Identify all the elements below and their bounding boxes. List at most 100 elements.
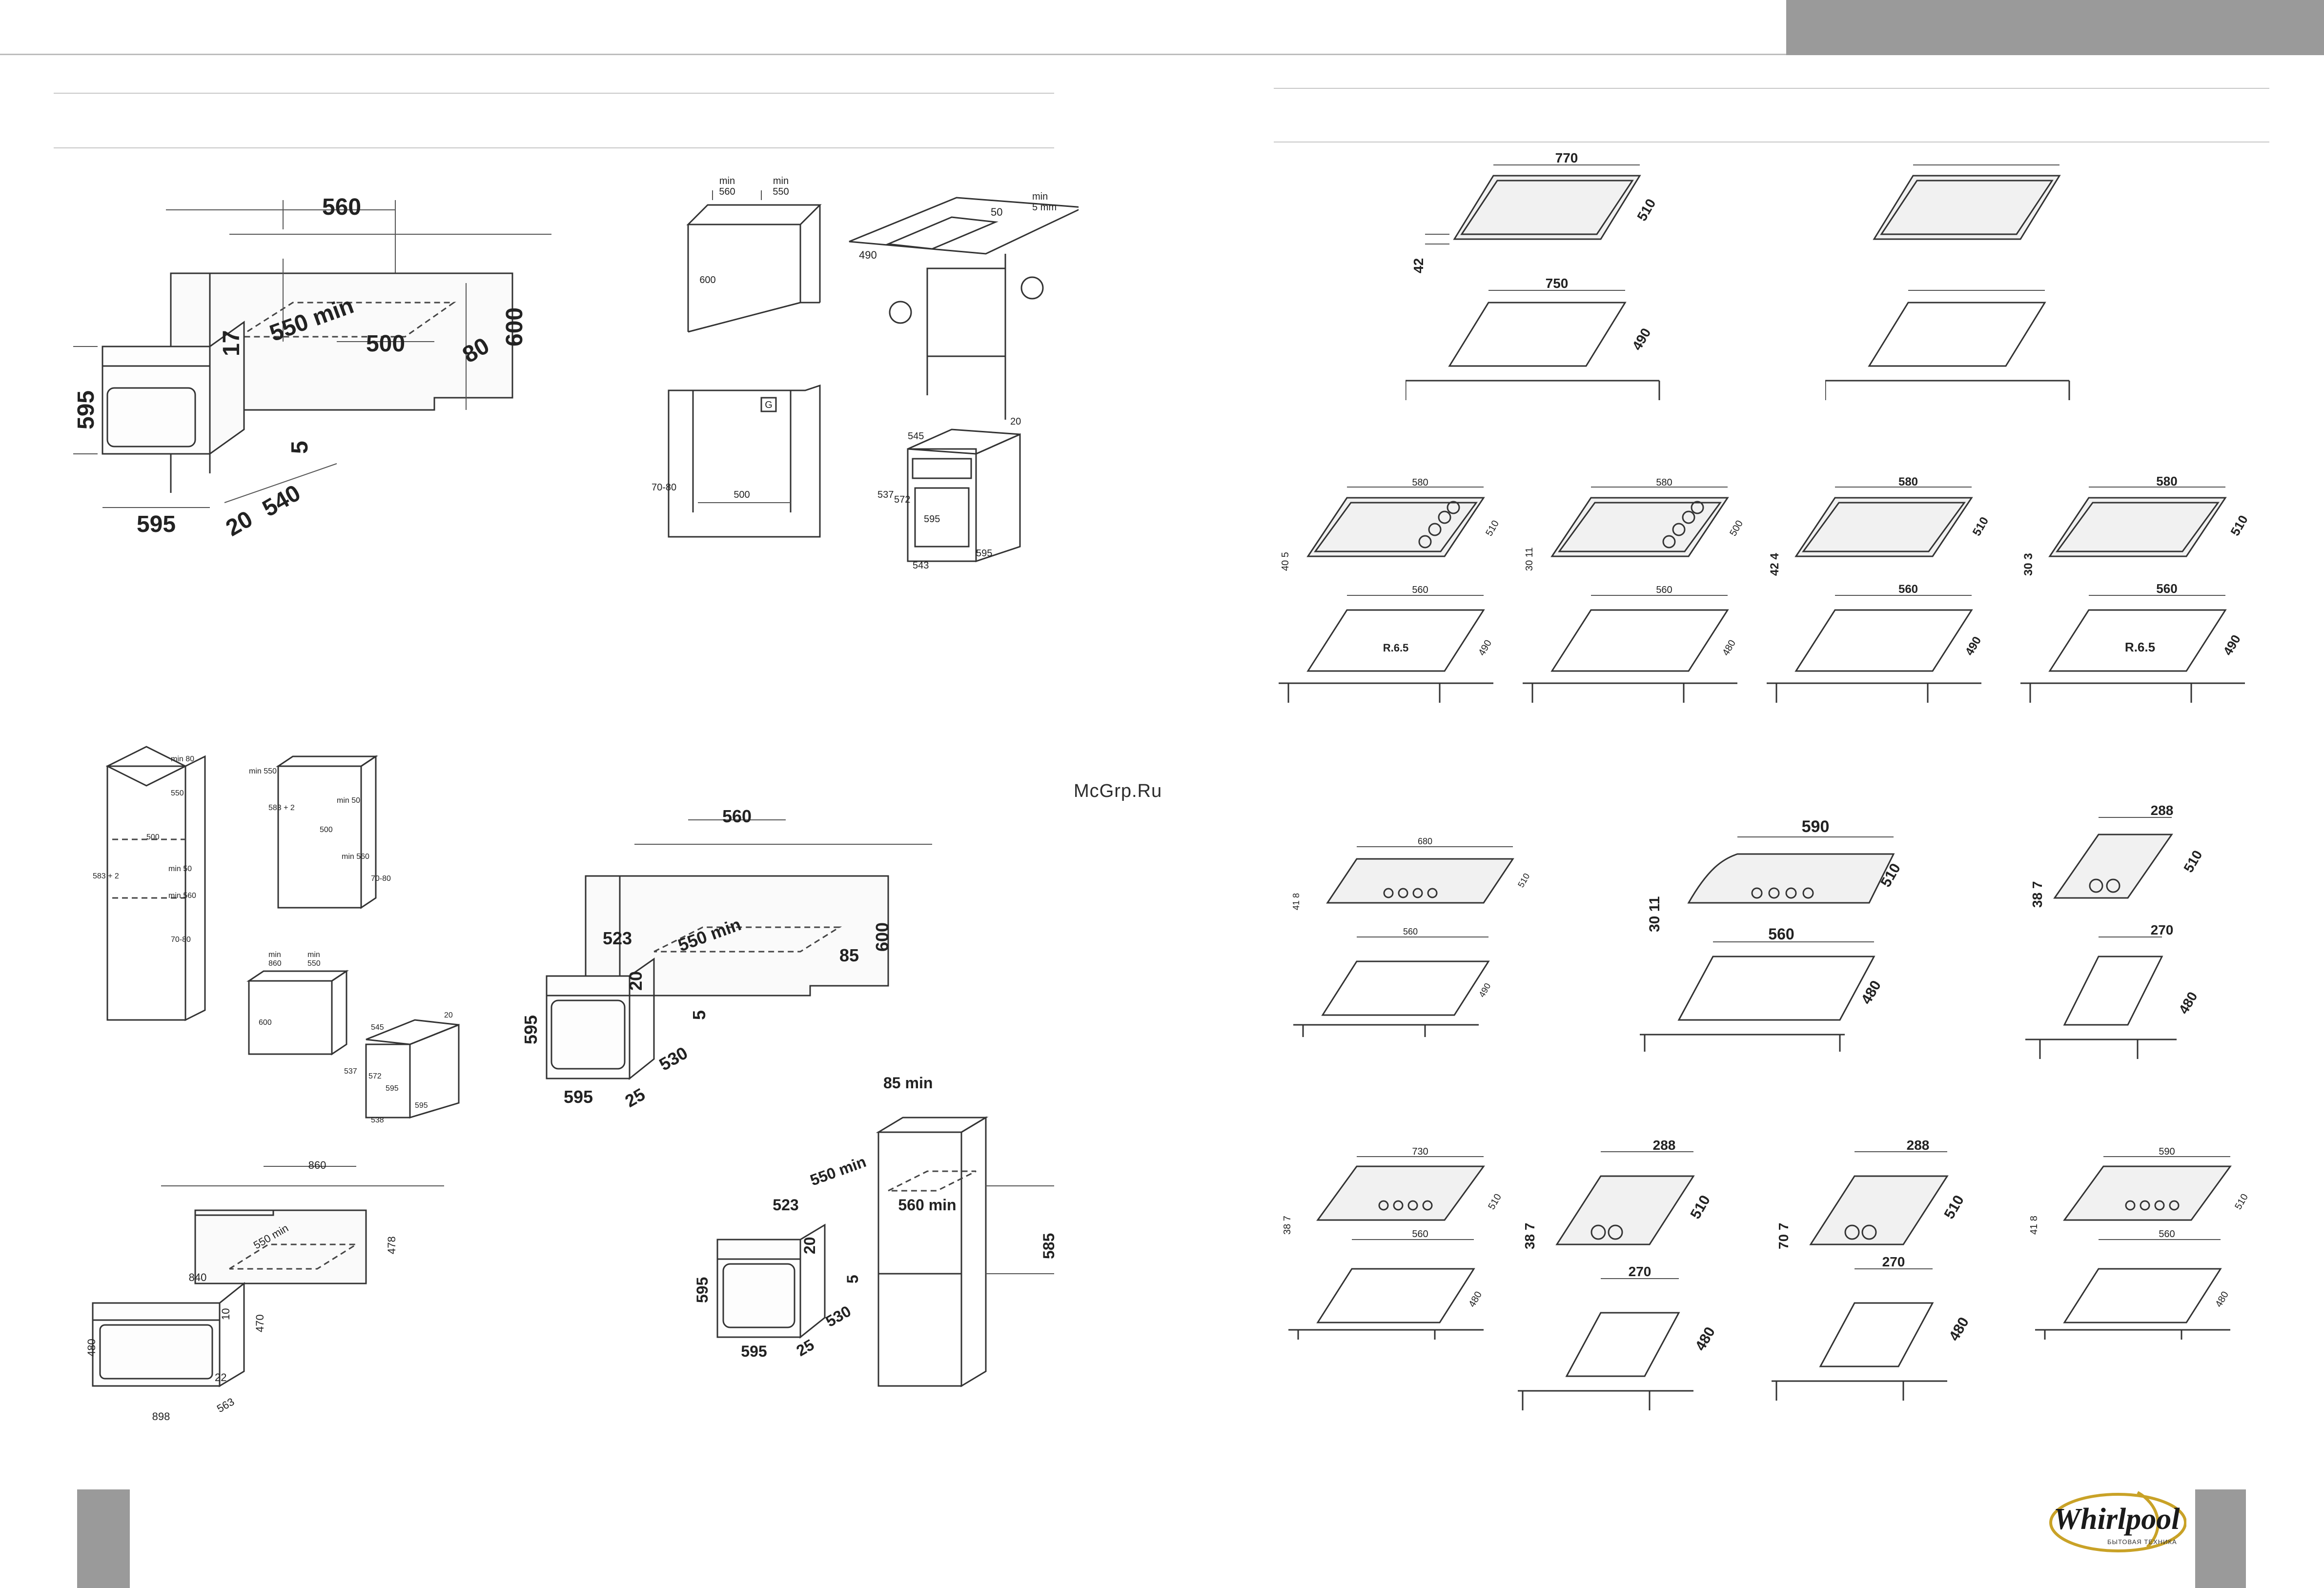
logo-tagline: БЫТОВАЯ ТЕХНИКА — [2107, 1538, 2177, 1546]
dim-back-width: 500 — [366, 331, 405, 357]
dim-col-560min: 560 min — [898, 1196, 956, 1214]
dim-70-80: 70-80 — [171, 936, 191, 944]
hob-r4b-width: 288 — [1653, 1138, 1676, 1153]
dim-583-2-b: 583 + 2 — [268, 804, 295, 812]
dim-col-20: 20 — [801, 1237, 818, 1254]
hob-r3b-cut-depth: 480 — [1858, 978, 1884, 1007]
oven-mid-diagram: 560 523 550 min 600 85 20 595 5 530 595 … — [498, 805, 937, 1118]
hob-row4-c: 288 70 7 510 270 480 — [1772, 1132, 1996, 1425]
hob-770-height: 42 — [1411, 258, 1426, 273]
hob-r4a-width: 730 — [1412, 1146, 1428, 1157]
dim-col-595h: 595 — [693, 1277, 711, 1303]
hob-r2c-cut-width: 560 — [1898, 583, 1918, 596]
hob-770-width: 770 — [1555, 150, 1578, 165]
hob-r4d-depth: 510 — [2233, 1192, 2250, 1212]
hob-r4a-height: 38 7 — [1282, 1216, 1293, 1235]
hob-row3-c: 288 38 7 510 270 480 — [2025, 795, 2269, 1069]
dim-col-585: 585 — [1040, 1233, 1058, 1259]
dim-mid-25: 25 — [622, 1084, 649, 1111]
dim-compact-22: 22 — [215, 1371, 226, 1384]
hob-r2a-cut-depth: 490 — [1476, 638, 1494, 658]
hob-r4a-depth: 510 — [1486, 1192, 1504, 1212]
whirlpool-logo: Whirlpool БЫТОВАЯ ТЕХНИКА — [2045, 1484, 2187, 1557]
dim-compact-480: 480 — [85, 1339, 98, 1357]
hob-row4-d: 590 41 8 510 560 480 — [2025, 1137, 2269, 1342]
dim-oven-595a: 595 — [924, 514, 940, 525]
dim-compact-563: 563 — [215, 1395, 236, 1415]
dim-mid-20: 20 — [626, 971, 646, 991]
hob-r3b-width: 590 — [1802, 817, 1830, 836]
dim-oven-595b: 595 — [976, 548, 992, 559]
dim-oven-545: 545 — [908, 431, 924, 442]
dim-500: 500 — [146, 833, 160, 841]
section-rule-right-2 — [1274, 142, 2269, 143]
hob-row2-b: 580 30 11 500 560 480 — [1523, 468, 1767, 713]
dim-side-gap: 5 — [287, 441, 313, 454]
hob-r4c-cut-depth: 480 — [1946, 1315, 1972, 1344]
dim-oven-537-s: 537 — [344, 1067, 357, 1076]
hob-r3a-depth: 510 — [1516, 872, 1531, 889]
top-rule — [0, 54, 1786, 55]
hob-r3b-cut-width: 560 — [1768, 925, 1794, 943]
page-number-tab-right — [2195, 1489, 2246, 1588]
hob-r3a-height: 41 8 — [1291, 893, 1301, 910]
dim-mid-85: 85 — [839, 945, 859, 965]
dim-mid-5: 5 — [689, 1010, 709, 1020]
dim-top-width: 560 — [322, 194, 361, 220]
column-oven-diagram: 85 min 550 min 523 560 min 20 595 5 530 … — [683, 1064, 1074, 1396]
hob-r2d-cut-depth: 490 — [2220, 632, 2243, 658]
hob-r4b-cut-depth: 480 — [1692, 1324, 1718, 1354]
dim-compact-898: 898 — [152, 1410, 170, 1423]
watermark: McGrp.Ru — [1074, 781, 1162, 801]
hob-r2c-height: 42 4 — [1768, 553, 1781, 576]
dim-col-523: 523 — [773, 1196, 798, 1214]
header-tab — [1786, 0, 2324, 55]
hob-r2b-cut-width: 560 — [1656, 585, 1672, 595]
dim-500: 500 — [734, 489, 750, 500]
dim-top-gap: 17 — [219, 330, 245, 356]
logo-wordmark: Whirlpool — [2054, 1503, 2180, 1536]
label-gas-g: G — [765, 400, 773, 410]
hob-r4c-width: 288 — [1907, 1138, 1930, 1153]
section-rule-left-1 — [54, 93, 1054, 94]
hob-blank — [1825, 146, 2099, 420]
hob-row2-a: 580 40 5 510 560 490 R.6.5 — [1279, 468, 1523, 713]
hob-r4d-cut-width: 560 — [2159, 1229, 2175, 1240]
hob-r2d-cut-width: 560 — [2156, 581, 2177, 596]
hob-770-cut-width: 750 — [1546, 276, 1569, 291]
hob-r3b-height: 30 11 — [1647, 896, 1663, 932]
dim-front: 20 — [222, 506, 257, 542]
dim-oven-537: 537 — [877, 489, 894, 500]
dim-oven-572-s: 572 — [368, 1072, 382, 1080]
dim-h600: 600 — [699, 275, 715, 285]
hob-row2-c: 580 42 4 510 560 490 — [1767, 468, 2011, 713]
dim-mid-595h: 595 — [521, 1015, 541, 1044]
hob-r2a-radius: R.6.5 — [1383, 642, 1409, 654]
hob-row4-a: 730 38 7 510 560 480 — [1279, 1137, 1532, 1342]
dim-min50-b: min 50 — [337, 796, 360, 805]
dim-mid-600: 600 — [872, 922, 892, 952]
oven-main-diagram: 560 550 min 500 80 600 17 595 5 595 20 5… — [63, 181, 561, 561]
hob-r4b-height: 38 7 — [1522, 1223, 1537, 1250]
hob-r2d-height: 30 3 — [2022, 553, 2035, 576]
hob-r4b-depth: 510 — [1687, 1193, 1713, 1222]
hob-r2d-width: 580 — [2156, 474, 2177, 489]
dim-oven-595b-s: 595 — [415, 1101, 428, 1110]
hob-r2a-height: 40 5 — [1280, 552, 1291, 571]
section-rule-left-2 — [54, 147, 1054, 148]
hob-r2b-height: 30 11 — [1524, 547, 1535, 571]
page-number-tab-left — [77, 1489, 130, 1588]
dim-depth: 540 — [258, 480, 305, 522]
hob-r2a-cut-width: 560 — [1412, 585, 1428, 595]
hob-r4a-cut-width: 560 — [1412, 1229, 1428, 1240]
hob-row2-d: 580 30 3 510 560 490 R.6.5 — [2020, 468, 2274, 713]
hob-r2b-width: 580 — [1656, 477, 1672, 488]
hob-r4d-width: 590 — [2159, 1146, 2175, 1157]
dim-500-b: 500 — [320, 826, 333, 834]
dim-oven-572: 572 — [894, 494, 910, 505]
hob-row4-b: 288 38 7 510 270 480 — [1518, 1132, 1742, 1425]
hob-770-depth: 510 — [1634, 196, 1658, 224]
